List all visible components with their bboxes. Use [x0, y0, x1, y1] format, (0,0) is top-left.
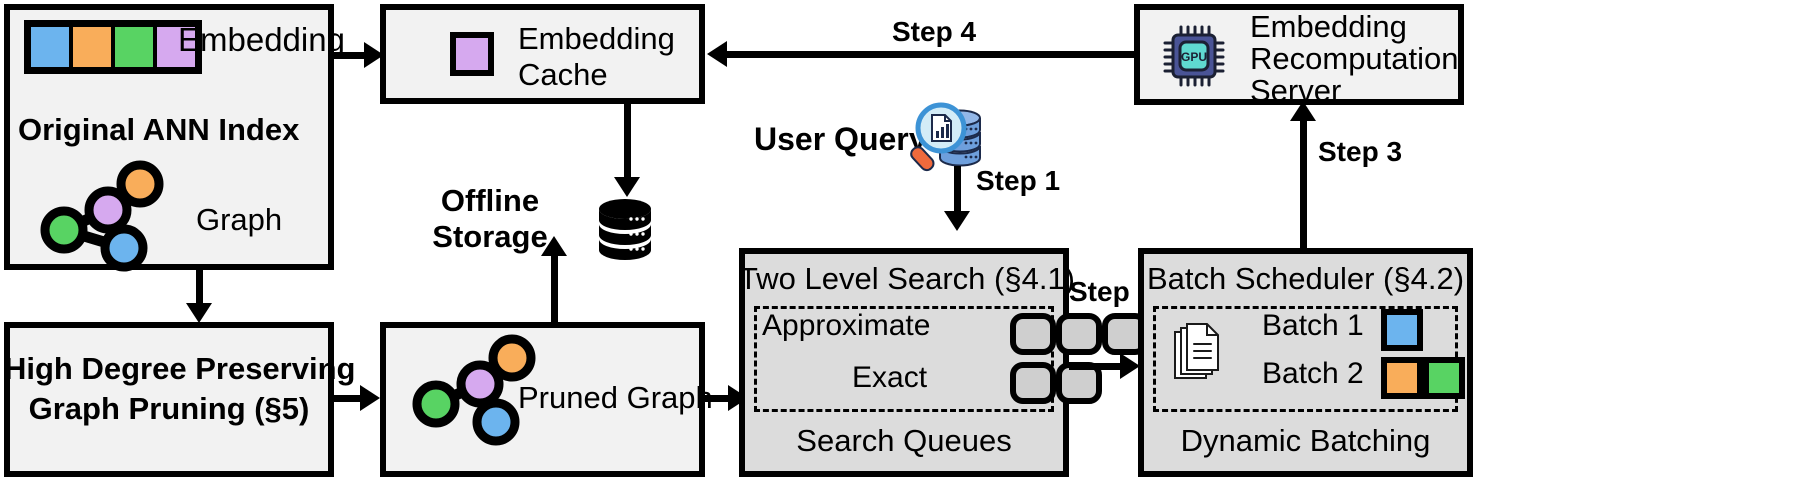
recomputation-server-title-line3: Server [1250, 73, 1342, 108]
embedding-swatch-purple [155, 25, 197, 69]
search-queues-footer: Search Queues [796, 423, 1012, 458]
connector-pruning-to-prunedgraph-head [360, 385, 380, 411]
connector-index-to-pruning-head [186, 303, 212, 323]
gpu-chip-icon-text: GPU [1181, 50, 1207, 64]
pruned-graph-label: Pruned Graph [518, 380, 713, 415]
two-level-search-title: Two Level Search (§4.1) [739, 261, 1076, 296]
embedding-swatch-strip [24, 20, 202, 74]
connector-prunedgraph-to-search [705, 395, 735, 402]
pruned-graph-glyph [408, 334, 548, 446]
connector-prunedgraph-to-storage-head [541, 236, 567, 256]
recomputation-server-title-line2: Recomputation [1250, 41, 1459, 76]
approximate-slot-1 [1010, 313, 1056, 355]
connector-search-to-scheduler-head [1120, 353, 1140, 379]
connector-cache-to-storage [624, 104, 631, 182]
embedding-cache-panel [380, 4, 705, 104]
embedding-swatch-green [113, 25, 155, 69]
connector-index-to-pruning [196, 270, 203, 308]
approximate-slot-2 [1056, 313, 1102, 355]
embedding-cache-title-line2: Cache [518, 57, 608, 92]
documents-icon [1172, 322, 1224, 382]
approximate-row-label: Approximate [762, 309, 931, 342]
connector-index-to-cache-head [364, 42, 384, 68]
search-queues-dashed-region [754, 306, 1054, 412]
batch-2-swatch-green [1423, 357, 1465, 399]
connector-cache-to-storage-head [614, 177, 640, 197]
exact-row-label: Exact [852, 361, 928, 394]
connector-index-to-cache [334, 52, 372, 59]
graph-pruning-title-line1: High Degree Preserving [4, 351, 356, 386]
embedding-cache-title-line1: Embedding [518, 21, 675, 56]
graph-pruning-title-line2: Graph Pruning (§5) [28, 391, 310, 426]
user-query-label: User Query [754, 121, 927, 157]
connector-query-to-search-head [944, 211, 970, 231]
offline-storage-label-line1: Offline [440, 183, 540, 218]
connector-prunedgraph-to-storage [551, 252, 558, 324]
connector-server-to-cache-head [707, 41, 727, 67]
embedding-swatch-blue [29, 25, 71, 69]
gpu-chip-icon: GPU [1163, 25, 1225, 87]
original-ann-index-title: Original ANN Index [18, 112, 300, 147]
step-4-label: Step 4 [892, 16, 977, 47]
database-icon [597, 198, 653, 260]
connector-pruning-to-prunedgraph [334, 395, 366, 402]
connector-search-to-scheduler [1069, 363, 1127, 370]
graph-label: Graph [196, 202, 283, 237]
embedding-label: Embedding [178, 21, 345, 58]
exact-slot-1 [1010, 362, 1056, 404]
batch-scheduler-title: Batch Scheduler (§4.2) [1146, 261, 1465, 296]
offline-storage-label-line2: Storage [432, 219, 548, 254]
connector-scheduler-to-server-head [1290, 101, 1316, 121]
dynamic-batching-footer: Dynamic Batching [1180, 423, 1431, 458]
recomputation-server-title-line1: Embedding [1250, 9, 1407, 44]
batch-2-swatch-orange [1381, 357, 1423, 399]
graph-pruning-panel [4, 322, 334, 477]
batch-1-swatch-blue [1381, 309, 1423, 351]
embedding-cache-swatch [450, 32, 494, 76]
original-graph-glyph [36, 160, 176, 272]
embedding-swatch-orange [71, 25, 113, 69]
step-1-label: Step 1 [976, 165, 1061, 196]
step-3-label: Step 3 [1318, 136, 1403, 167]
connector-server-to-cache [727, 51, 1134, 58]
batch-2-label: Batch 2 [1262, 357, 1364, 390]
connector-query-to-search [954, 166, 961, 216]
batch-1-label: Batch 1 [1262, 309, 1364, 342]
query-search-database-icon [908, 101, 988, 173]
connector-scheduler-to-server [1300, 118, 1307, 249]
